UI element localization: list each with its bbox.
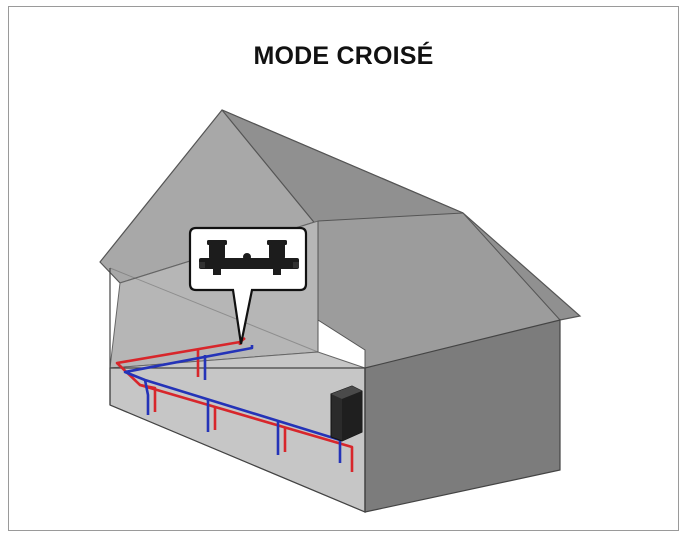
floor	[109, 351, 366, 513]
cold-pipe-network	[123, 345, 342, 463]
manifold-callout	[188, 226, 308, 345]
boiler-icon	[330, 385, 363, 442]
manifold-icon	[199, 240, 299, 275]
diagram-title: MODE CROISÉ	[253, 42, 434, 70]
